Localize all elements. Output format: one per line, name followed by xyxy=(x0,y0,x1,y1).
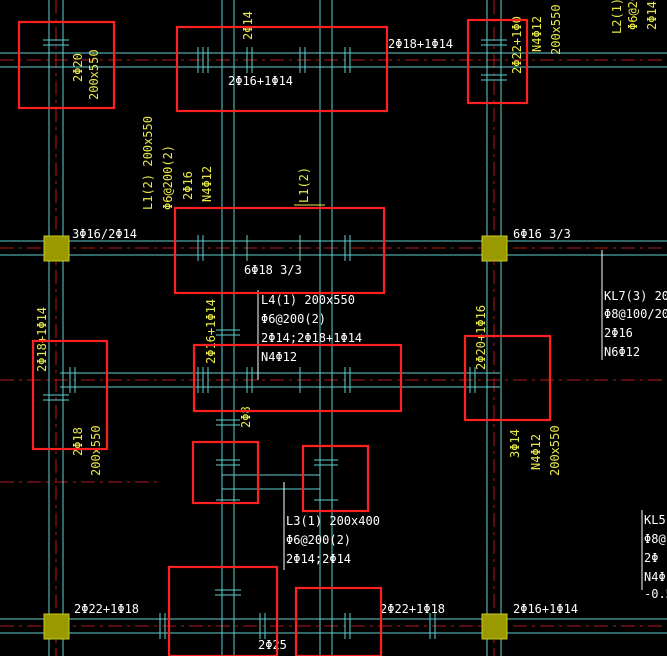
highlight-box-3 xyxy=(466,18,529,105)
column-c5 xyxy=(481,613,508,640)
label-b1: 2Φ14 xyxy=(241,11,255,40)
label-m1: KL7(3) 200 xyxy=(604,289,667,303)
label-q1: 2Φ18 xyxy=(71,427,85,456)
column-a5 xyxy=(43,613,70,640)
rebar-ticks xyxy=(43,39,507,639)
highlight-box-2 xyxy=(175,25,389,113)
label-o1: 2Φ16+1Φ14 xyxy=(204,299,218,364)
label-e2: N4Φ12 xyxy=(530,16,544,52)
label-u3: 2Φ xyxy=(644,551,658,565)
annotations-yellow: 2Φ20 200x550 2Φ14 2Φ22+1Φ0 N4Φ12 200x550… xyxy=(35,0,659,476)
label-c1-horiz: 2Φ18+1Φ14 xyxy=(388,37,453,51)
label-u1: KL5 xyxy=(644,513,666,527)
label-j1: 6Φ18 3/3 xyxy=(244,263,302,277)
highlight-box-11 xyxy=(294,586,383,656)
label-g3: 2Φ16 xyxy=(181,171,195,200)
label-d1: 2Φ16+1Φ14 xyxy=(228,74,293,88)
label-t1: L3(1) 200x400 xyxy=(286,514,380,528)
highlight-box-7 xyxy=(463,334,552,422)
leader-lines xyxy=(257,204,643,590)
highlight-boxes[interactable] xyxy=(17,18,552,656)
highlight-box-4 xyxy=(173,206,386,295)
highlight-box-6 xyxy=(192,343,403,413)
columns xyxy=(43,235,508,640)
label-u2: Φ8@ xyxy=(644,532,666,546)
annotations-white: 3Φ16/2Φ14 2Φ18+1Φ14 2Φ16+1Φ14 6Φ18 3/3 6… xyxy=(72,37,667,652)
label-f1: L2(1) xyxy=(610,0,624,34)
highlight-box-5 xyxy=(31,339,109,451)
label-t2: Φ6@200(2) xyxy=(286,533,351,547)
label-e1: 2Φ22+1Φ0 xyxy=(510,16,524,74)
label-w1: 2Φ22+1Φ18 xyxy=(380,602,445,616)
label-l3: 2Φ14;2Φ18+1Φ14 xyxy=(261,331,362,345)
label-u5: -0.5 xyxy=(644,587,667,601)
label-n1: 2Φ18+1Φ14 xyxy=(35,307,49,372)
label-a2: 200x550 xyxy=(87,49,101,100)
label-s2: N4Φ12 xyxy=(529,434,543,470)
highlight-box-1 xyxy=(17,20,116,110)
label-g2: Φ6@200(2) xyxy=(161,145,175,210)
highlight-box-10 xyxy=(167,565,279,656)
label-x1: 2Φ16+1Φ14 xyxy=(513,602,578,616)
label-r1: 2Φ8 xyxy=(239,406,253,428)
label-h1: L1(2) xyxy=(297,167,311,203)
highlight-box-8 xyxy=(191,440,260,505)
column-a2 xyxy=(43,235,70,262)
label-m3: 2Φ16 xyxy=(604,326,633,340)
label-g4: N4Φ12 xyxy=(200,166,214,202)
label-f3: 2Φ14, xyxy=(645,0,659,30)
label-l1: L4(1) 200x550 xyxy=(261,293,355,307)
label-f2: Φ6@20 xyxy=(626,0,640,30)
label-t3: 2Φ14;2Φ14 xyxy=(286,552,351,566)
label-m4: N6Φ12 xyxy=(604,345,640,359)
label-q2: 200x550 xyxy=(89,425,103,476)
label-k1: 6Φ16 3/3 xyxy=(513,227,571,241)
label-p1: 2Φ20+1Φ16 xyxy=(474,305,488,370)
label-u4: N4Φ xyxy=(644,570,666,584)
label-m2: Φ8@100/20 xyxy=(604,307,667,321)
label-l4: N4Φ12 xyxy=(261,350,297,364)
label-e3: 200x550 xyxy=(549,4,563,55)
label-g1: L1(2) 200x550 xyxy=(141,116,155,210)
label-v1: 2Φ22+1Φ18 xyxy=(74,602,139,616)
label-a1: 2Φ20 xyxy=(71,53,85,82)
label-s1: 3Φ14 xyxy=(508,429,522,458)
label-l2: Φ6@200(2) xyxy=(261,312,326,326)
column-c2 xyxy=(481,235,508,262)
label-y1: 2Φ25 xyxy=(258,638,287,652)
label-col-a2: 3Φ16/2Φ14 xyxy=(72,227,137,241)
label-s3: 200x550 xyxy=(548,425,562,476)
highlight-box-9 xyxy=(301,444,370,513)
